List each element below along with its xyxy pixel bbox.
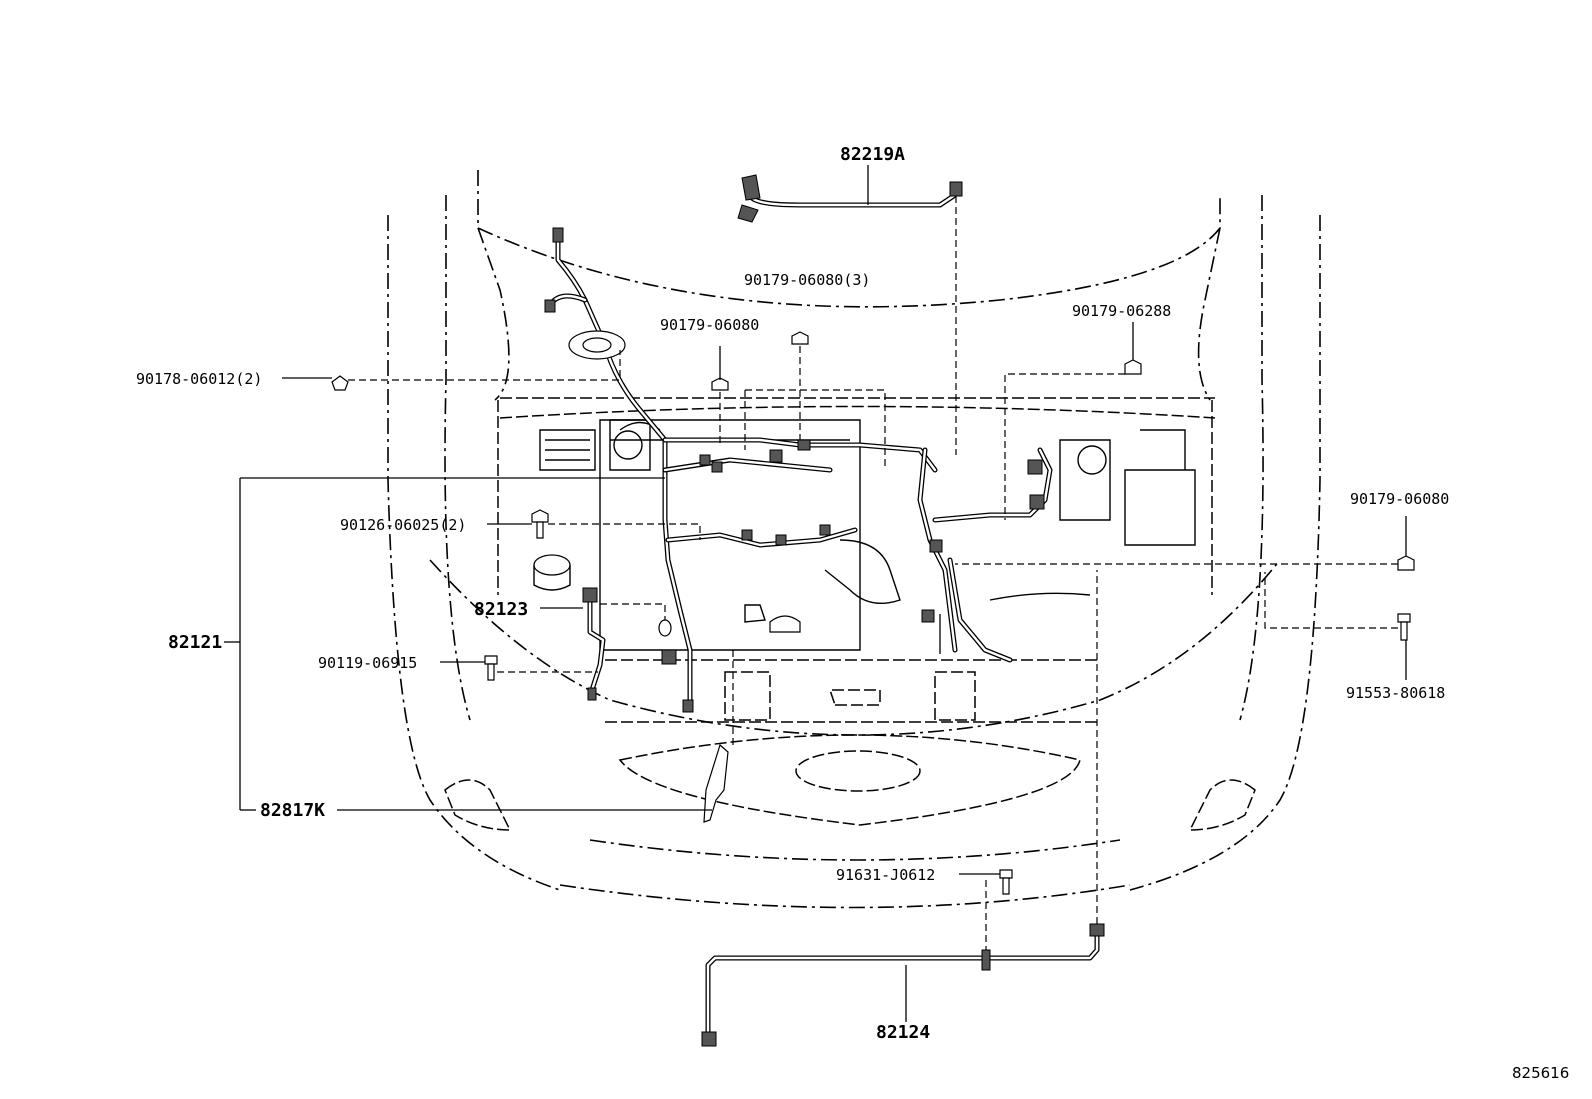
engine-wire-harness-82121 — [544, 227, 1053, 823]
label-91553-80618: 91553-80618 — [1346, 684, 1445, 702]
reference-number: 825616 — [1512, 1064, 1569, 1082]
label-90179-06080-3: 90179-06080(3) — [744, 271, 870, 289]
label-90119-06915: 90119-06915 — [318, 654, 417, 672]
label-82123: 82123 — [474, 599, 528, 620]
label-82817K: 82817K — [260, 800, 325, 821]
engine-bay-components — [533, 419, 1196, 651]
label-90179-06288: 90179-06288 — [1072, 302, 1171, 320]
leader-lines — [224, 165, 1407, 1022]
wire-82124 — [701, 570, 1105, 1047]
label-82219A: 82219A — [840, 144, 905, 165]
vehicle-body-outline — [387, 170, 1321, 909]
label-90178-06012-2: 90178-06012(2) — [136, 370, 262, 388]
wire-82123 — [582, 587, 672, 701]
label-91631-J0612: 91631-J0612 — [836, 866, 935, 884]
label-90179-06080-top: 90179-06080 — [660, 316, 759, 334]
label-90126-06025-2: 90126-06025(2) — [340, 516, 466, 534]
label-82124: 82124 — [876, 1022, 930, 1043]
wire-82219A — [737, 174, 963, 455]
label-82121: 82121 — [168, 632, 222, 653]
label-90179-06080-right: 90179-06080 — [1350, 490, 1449, 508]
part-labels: 82219A 90179-06080(3) 90179-06288 90179-… — [136, 144, 1569, 1082]
fasteners — [331, 331, 1415, 895]
